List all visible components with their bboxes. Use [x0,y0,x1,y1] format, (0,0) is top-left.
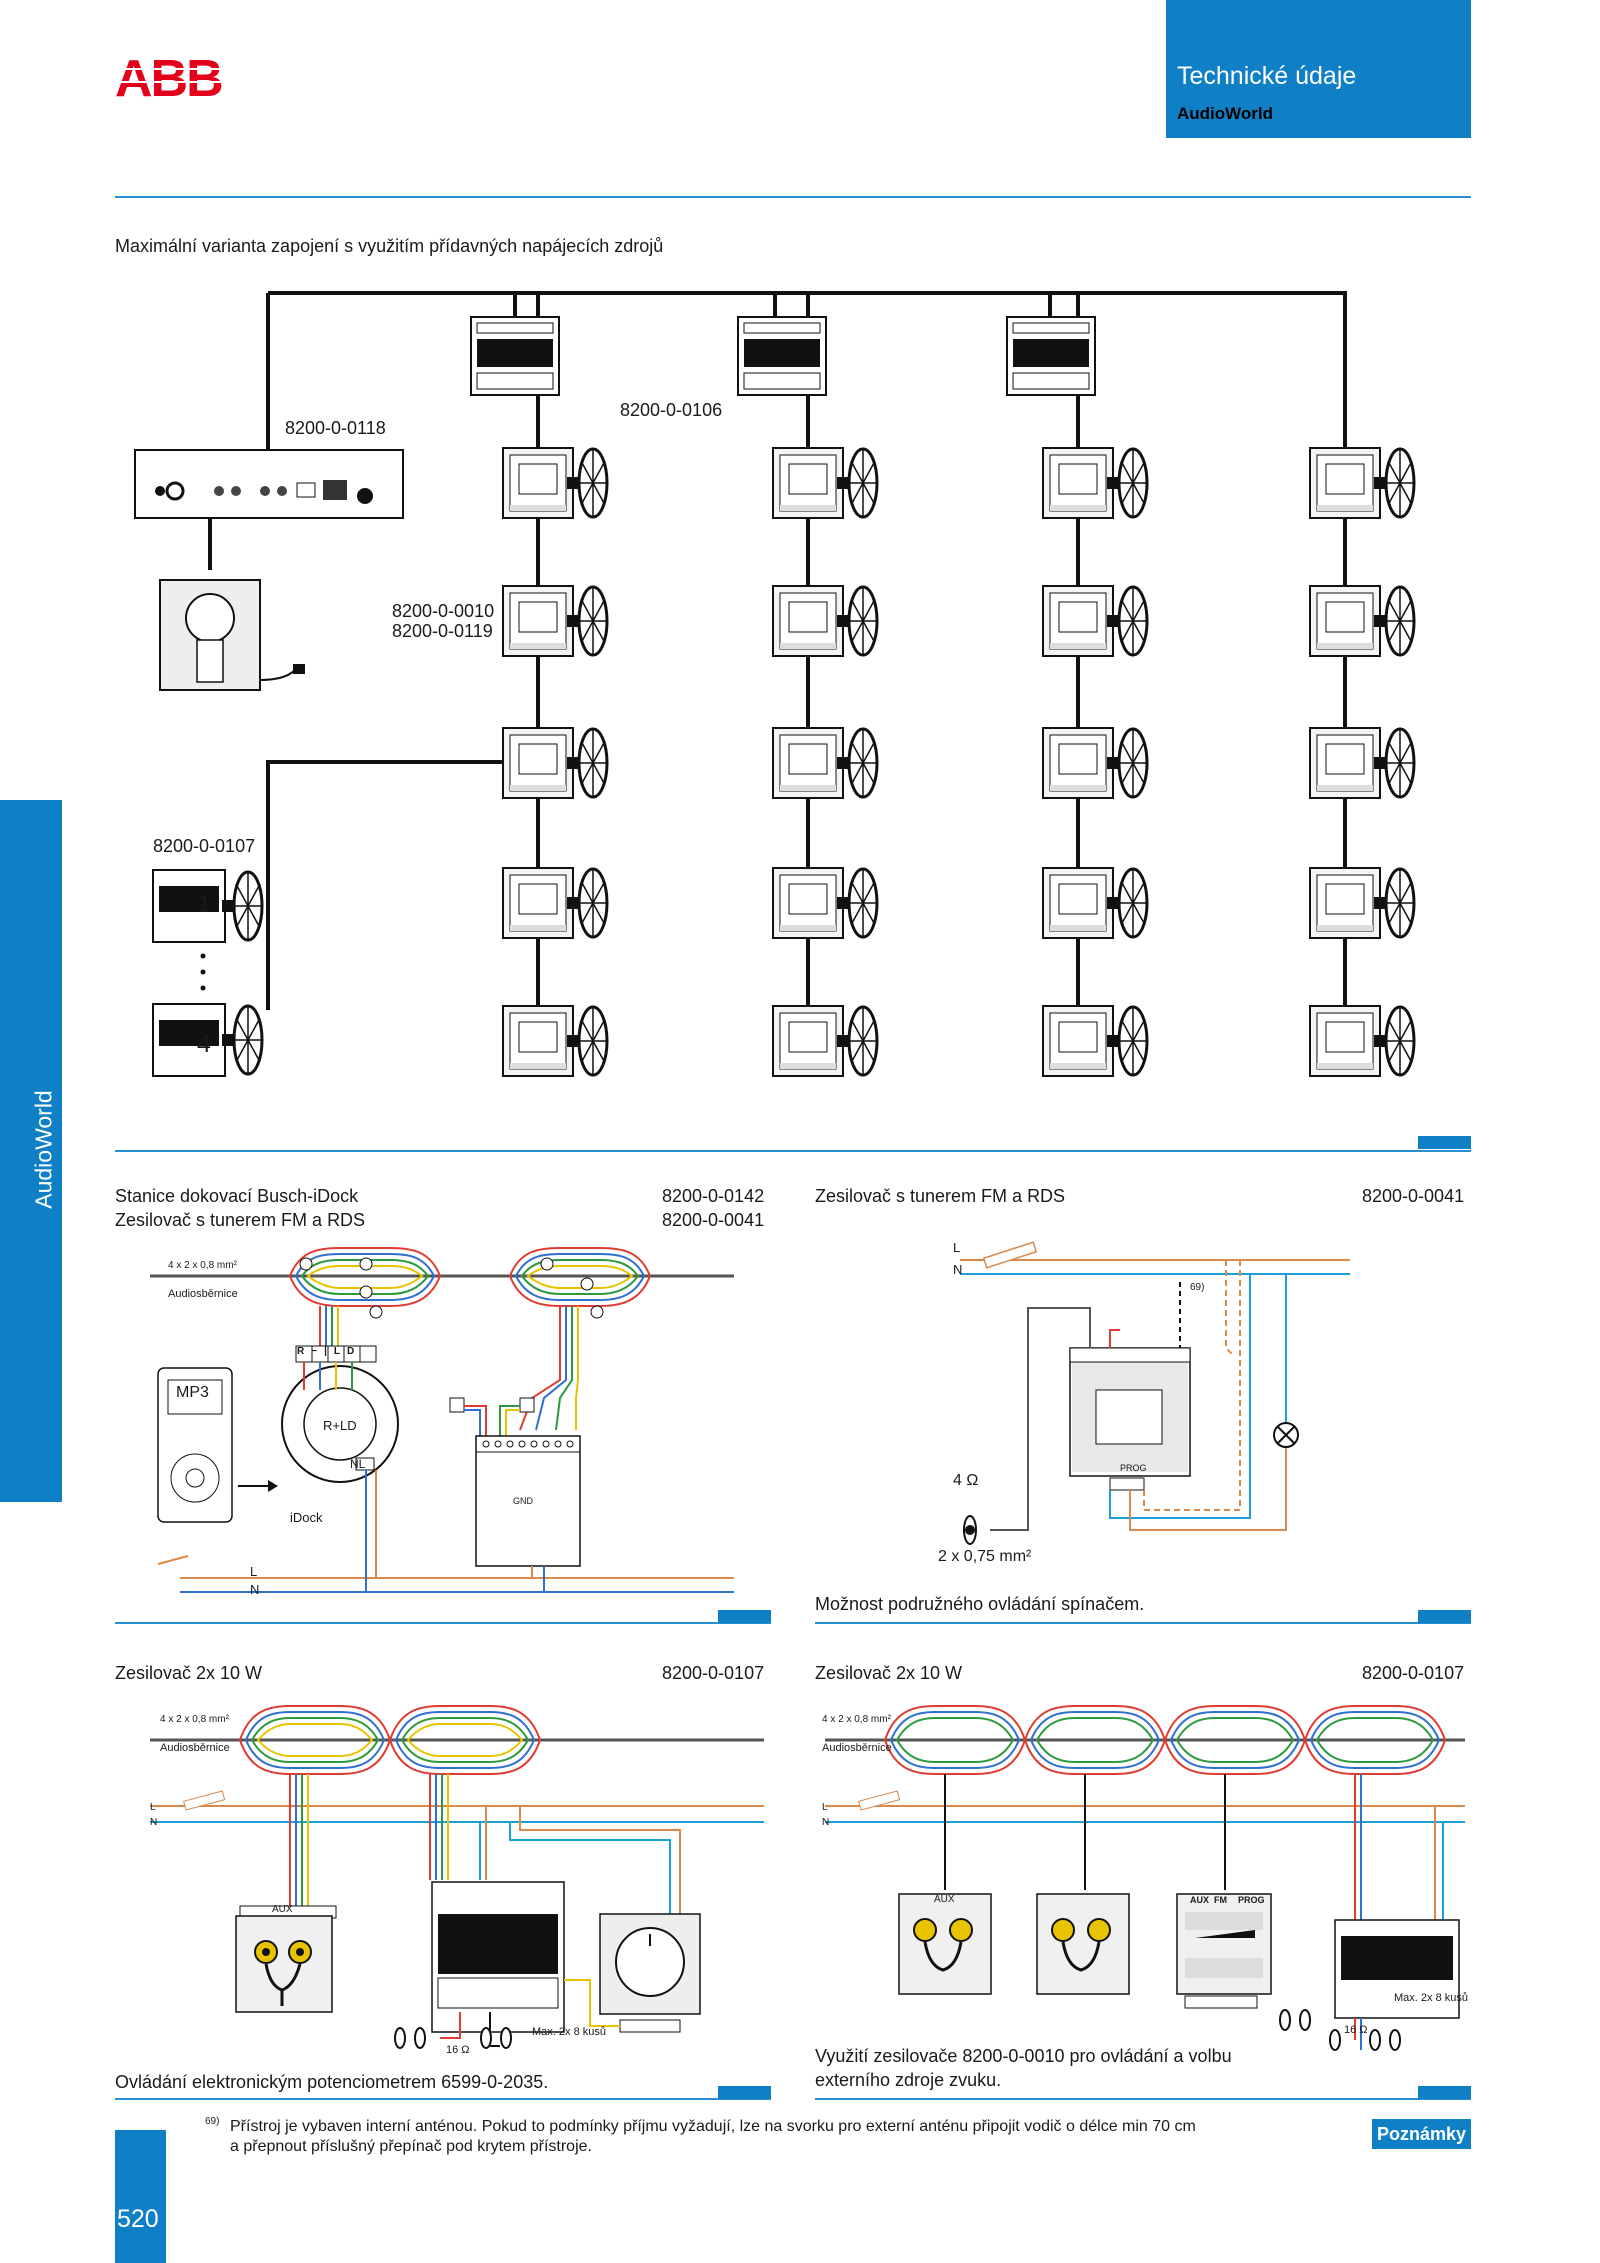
page-number: 520 [117,2205,159,2233]
amp-source-panel-aux: AUX [1190,1895,1210,1905]
header-banner [1166,0,1471,138]
amp-source-title: Zesilovač 2x 10 W [815,1663,963,1683]
amp-source-l-label: L [822,1802,828,1813]
idock-terminal-d: D [347,1346,362,1357]
label-psu-code: 8200-0-0106 [620,400,723,420]
idock-title-2: Zesilovač s tunerem FM a RDS [115,1210,366,1230]
idock-n-label: N [250,1582,260,1597]
tuner-wiring-diagram [960,1241,1350,1545]
idock-module-label: R+LD [323,1418,357,1433]
label-count-last: 4 [197,1030,211,1058]
amp-pot-wiring-diagram [150,1705,764,2049]
tuner-antenna-note: 69) [1190,1282,1205,1293]
amp-pot-max-label: Max. 2x 8 kusů [532,2026,606,2038]
tuner-title: Zesilovač s tunerem FM a RDS [815,1186,1066,1206]
amp-source-caption-1: Využití zesilovače 8200-0-0010 pro ovlád… [815,2046,1232,2066]
footnote-text-2: a přepnout příslušný přepínač pod krytem… [230,2138,592,2155]
side-tab [0,800,62,1502]
tuner-caption: Možnost podružného ovládání spínačem. [815,1594,1145,1614]
tuner-prog-label: PROG [1120,1463,1147,1473]
section-marker-3b [1418,2086,1471,2099]
section-marker-1 [1418,1136,1471,1149]
section-divider-2a [115,1622,771,1624]
top-diagram-caption: Maximální varianta zapojení s využitím p… [115,236,664,256]
amp-pot-n-label: N [150,1817,158,1828]
section-divider-3a [115,2098,771,2100]
idock-terminal-l: L [333,1346,347,1357]
footnote-marker: 69) [205,2116,220,2127]
system-wiring-diagram [134,291,1416,1077]
amp-pot-code: 8200-0-0107 [662,1663,765,1683]
abb-logo: ABB [115,50,225,108]
label-docking-code: 8200-0-0118 [285,418,386,438]
idock-terminal-r: R [297,1346,312,1357]
idock-terminal-minus: − [311,1346,325,1357]
label-amp-code-2: 8200-0-0119 [392,621,493,641]
amp-source-wiring-diagram [825,1705,1465,2051]
idock-terminal-bar: | [324,1346,334,1357]
idock-code-2: 8200-0-0041 [662,1210,765,1230]
label-count-first: 1 [197,890,211,918]
idock-terminal-labels: R−|LD [297,1346,361,1357]
idock-device-label: iDock [290,1510,323,1525]
tuner-impedance: 4 Ω [953,1472,979,1489]
idock-wiring-diagram [150,1247,734,1593]
amp-source-n-label: N [822,1817,830,1828]
idock-code-1: 8200-0-0142 [662,1186,765,1206]
amp-source-aux-label: AUX [934,1894,955,1905]
label-amp-code-1: 8200-0-0010 [392,601,495,621]
section-marker-2a [718,1610,771,1623]
section-divider-3b [815,2098,1471,2100]
amp-pot-aux-label: AUX [272,1904,293,1915]
amp-source-max-label: Max. 2x 8 kusů [1394,1992,1468,2004]
notes-label: Poznámky [1372,2119,1471,2149]
section-divider-2b [815,1622,1471,1624]
amp-pot-caption: Ovládání elektronickým potenciometrem 65… [115,2072,549,2092]
header-divider [115,196,1471,198]
label-amp2x10-code: 8200-0-0107 [153,836,256,856]
amp-source-code: 8200-0-0107 [1362,1663,1465,1683]
amp-source-panel-prog: PROG [1238,1895,1265,1905]
section-marker-3a [718,2086,771,2099]
page-title: Technické údaje [1177,62,1357,90]
amp-source-panel-fm: FM [1214,1895,1227,1905]
amp-pot-ohm-label: 16 Ω [446,2044,470,2056]
amp-source-ohm-label: 16 Ω [1344,2024,1368,2036]
footnote-text-1: Přístroj je vybaven interní anténou. Pok… [230,2118,1196,2135]
tuner-wire-spec: 2 x 0,75 mm² [938,1548,1032,1565]
svg-text:ABB: ABB [115,54,222,100]
amp-pot-bus-label: Audiosběrnice [160,1742,230,1754]
amp-source-caption-2: externího zdroje zvuku. [815,2070,1002,2090]
amp-pot-title: Zesilovač 2x 10 W [115,1663,263,1683]
idock-mp3-label: MP3 [176,1384,209,1401]
amp-pot-cable-label: 4 x 2 x 0,8 mm² [160,1714,229,1725]
idock-l-label: L [250,1564,258,1579]
idock-title-1: Stanice dokovací Busch-iDock [115,1186,359,1206]
amp-source-bus-label: Audiosběrnice [822,1742,892,1754]
tuner-n-label: N [953,1262,963,1277]
amp-source-cable-label: 4 x 2 x 0,8 mm² [822,1714,891,1725]
idock-bus-label: Audiosběrnice [168,1288,238,1300]
page-number-box [115,2130,166,2263]
section-divider-1 [115,1150,1471,1152]
page-subtitle: AudioWorld [1177,104,1273,123]
tuner-l-label: L [953,1240,961,1255]
amp-pot-l-label: L [150,1802,156,1813]
tuner-code: 8200-0-0041 [1362,1186,1465,1206]
idock-nl-label: NL [350,1457,366,1471]
idock-gnd-label: GND [513,1496,533,1506]
idock-cable-label: 4 x 2 x 0,8 mm² [168,1260,237,1271]
section-marker-2b [1418,1610,1471,1623]
side-tab-label: AudioWorld [30,1090,57,1209]
